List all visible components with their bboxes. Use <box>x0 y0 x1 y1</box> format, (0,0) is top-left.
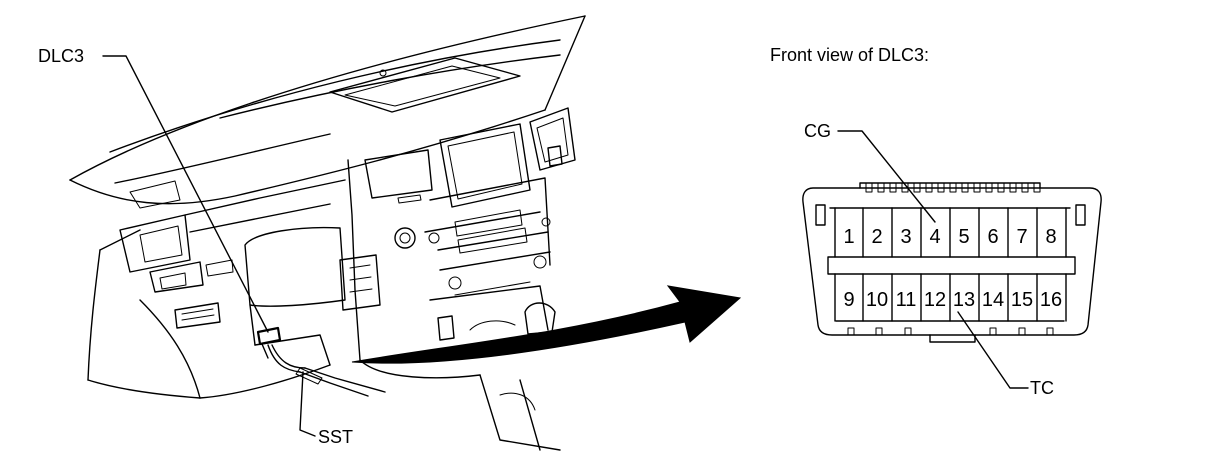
front-view-title: Front view of DLC3: <box>770 45 929 65</box>
connector-notch <box>904 327 912 336</box>
sst-label: SST <box>318 427 353 447</box>
connector-notch <box>875 327 883 336</box>
connector-notch <box>889 182 897 193</box>
pin-label: 10 <box>866 289 888 311</box>
pin-label: 13 <box>953 289 975 311</box>
dashboard-illustration <box>69 15 586 451</box>
pin-label: 9 <box>843 289 854 311</box>
pin-label: 12 <box>924 289 946 311</box>
connector-notch <box>877 182 885 193</box>
cg-leader-line <box>837 130 936 223</box>
connector-notch <box>1009 182 1017 193</box>
direction-arrow <box>351 285 742 364</box>
connector-notch <box>1018 327 1026 336</box>
connector-notch <box>961 182 969 193</box>
pin-row-top: 1 2 3 4 5 6 7 8 <box>843 226 1056 248</box>
connector-notch <box>925 182 933 193</box>
dlc3-connector <box>802 182 1102 343</box>
pin-row-bottom: 9 10 11 12 13 14 15 16 <box>843 289 1062 311</box>
dlc3-label: DLC3 <box>38 46 84 66</box>
sst-cable <box>267 344 386 397</box>
connector-notch <box>949 182 957 193</box>
cg-label: CG <box>804 121 831 141</box>
connector-notch <box>989 327 997 336</box>
pin-label: 14 <box>982 289 1004 311</box>
pin-label: 6 <box>987 226 998 248</box>
pin-label: 4 <box>929 226 940 248</box>
connector-notch <box>985 182 993 193</box>
pin-label: 2 <box>871 226 882 248</box>
connector-notch <box>1046 327 1054 336</box>
connector-notch <box>937 182 945 193</box>
pin-label: 16 <box>1040 289 1062 311</box>
connector-notch <box>865 182 873 193</box>
connector-notch <box>913 182 921 193</box>
pin-label: 7 <box>1016 226 1027 248</box>
pin-label: 15 <box>1011 289 1033 311</box>
pin-label: 11 <box>896 289 917 311</box>
pin-label: 8 <box>1045 226 1056 248</box>
connector-notch <box>973 182 981 193</box>
pin-label: 1 <box>843 226 854 248</box>
pin-label: 5 <box>958 226 969 248</box>
tc-label: TC <box>1030 378 1054 398</box>
connector-notch <box>847 327 855 336</box>
pin-label: 3 <box>900 226 911 248</box>
sst-leader-line <box>299 371 316 437</box>
connector-notch <box>1033 182 1041 193</box>
connector-notch <box>1021 182 1029 193</box>
dlc3-leader-line <box>102 55 269 333</box>
tc-leader-line <box>957 311 1029 389</box>
connector-notch <box>997 182 1005 193</box>
